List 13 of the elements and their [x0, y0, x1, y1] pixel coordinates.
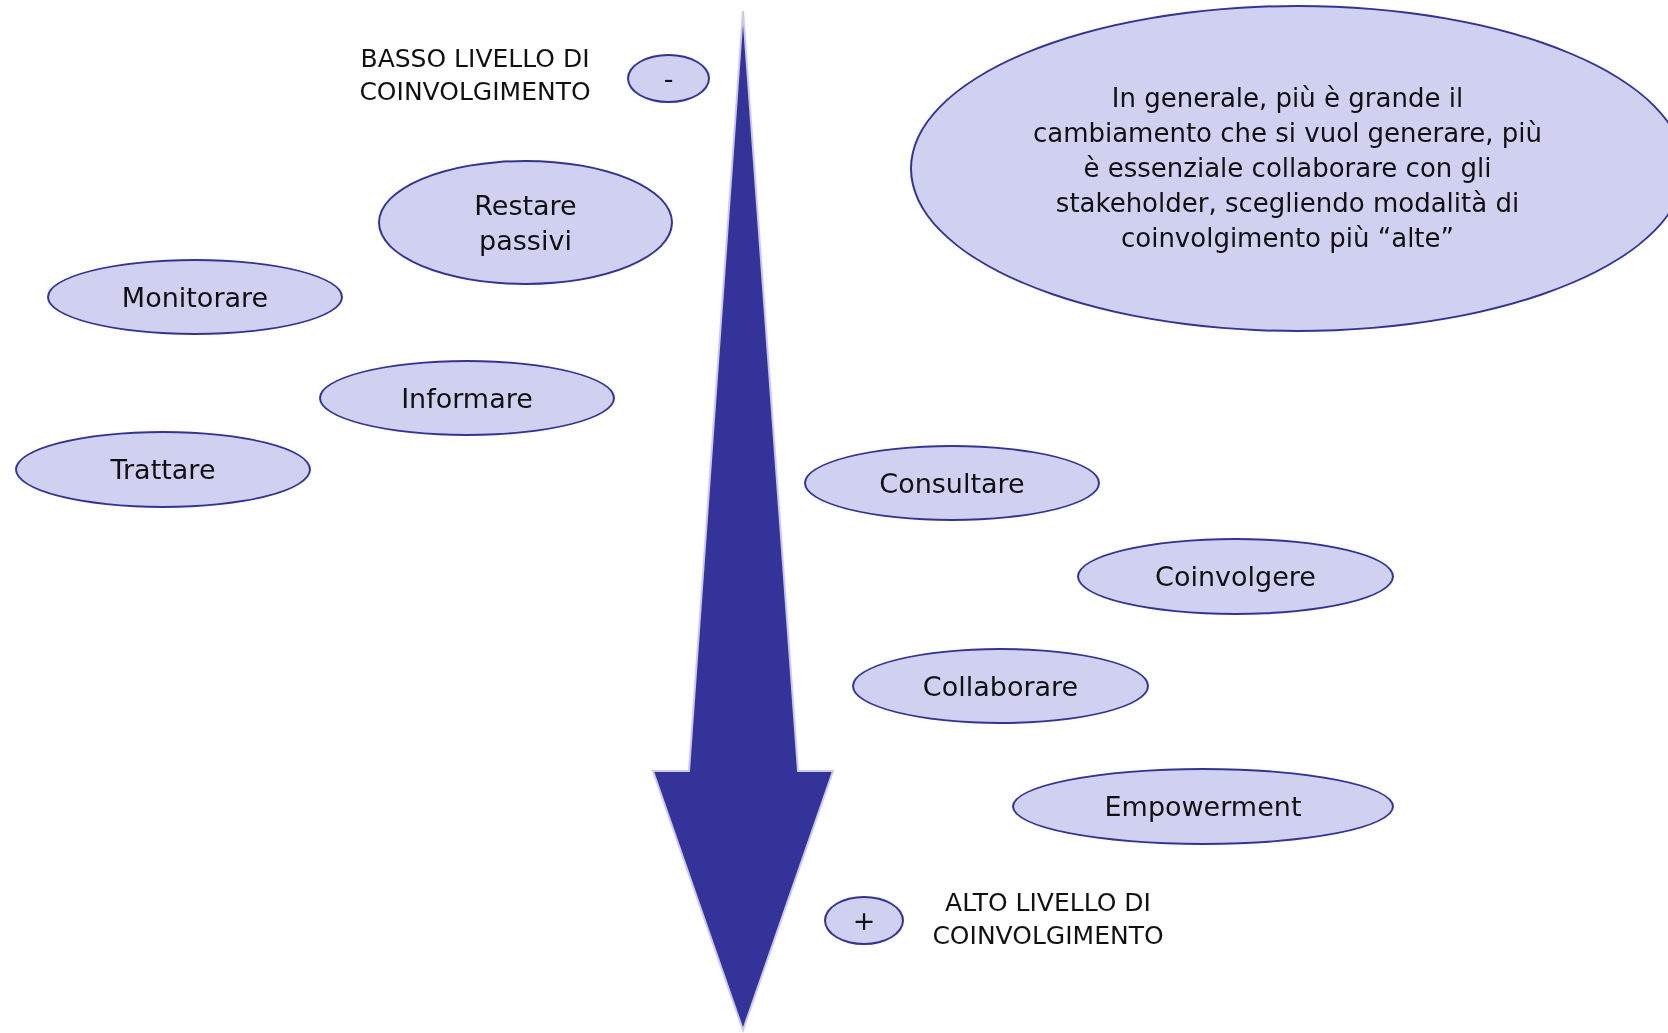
node-label: + — [852, 904, 876, 938]
node-label: - — [663, 62, 674, 96]
node-label: Monitorare — [121, 280, 269, 315]
note-text: In generale, più è grande il cambiamento che si vuol generare, più è essenziale collaborare con gli stakeholder, scegliendo modalità di coinvolgimento più “alte” — [1031, 82, 1544, 255]
scale-end-label: ALTO LIVELLO DI COINVOLGIMENTO — [931, 887, 1165, 952]
node-label: Informare — [401, 381, 533, 416]
node-label: Restare passivi — [473, 188, 578, 258]
scale-end-label: BASSO LIVELLO DI COINVOLGIMENTO — [358, 43, 592, 108]
node-label: Collaborare — [922, 669, 1079, 704]
node-label: Coinvolgere — [1155, 560, 1316, 594]
node-label: Trattare — [110, 453, 216, 487]
node-label: Consultare — [879, 466, 1025, 501]
node-label: Empowerment — [1104, 790, 1302, 824]
